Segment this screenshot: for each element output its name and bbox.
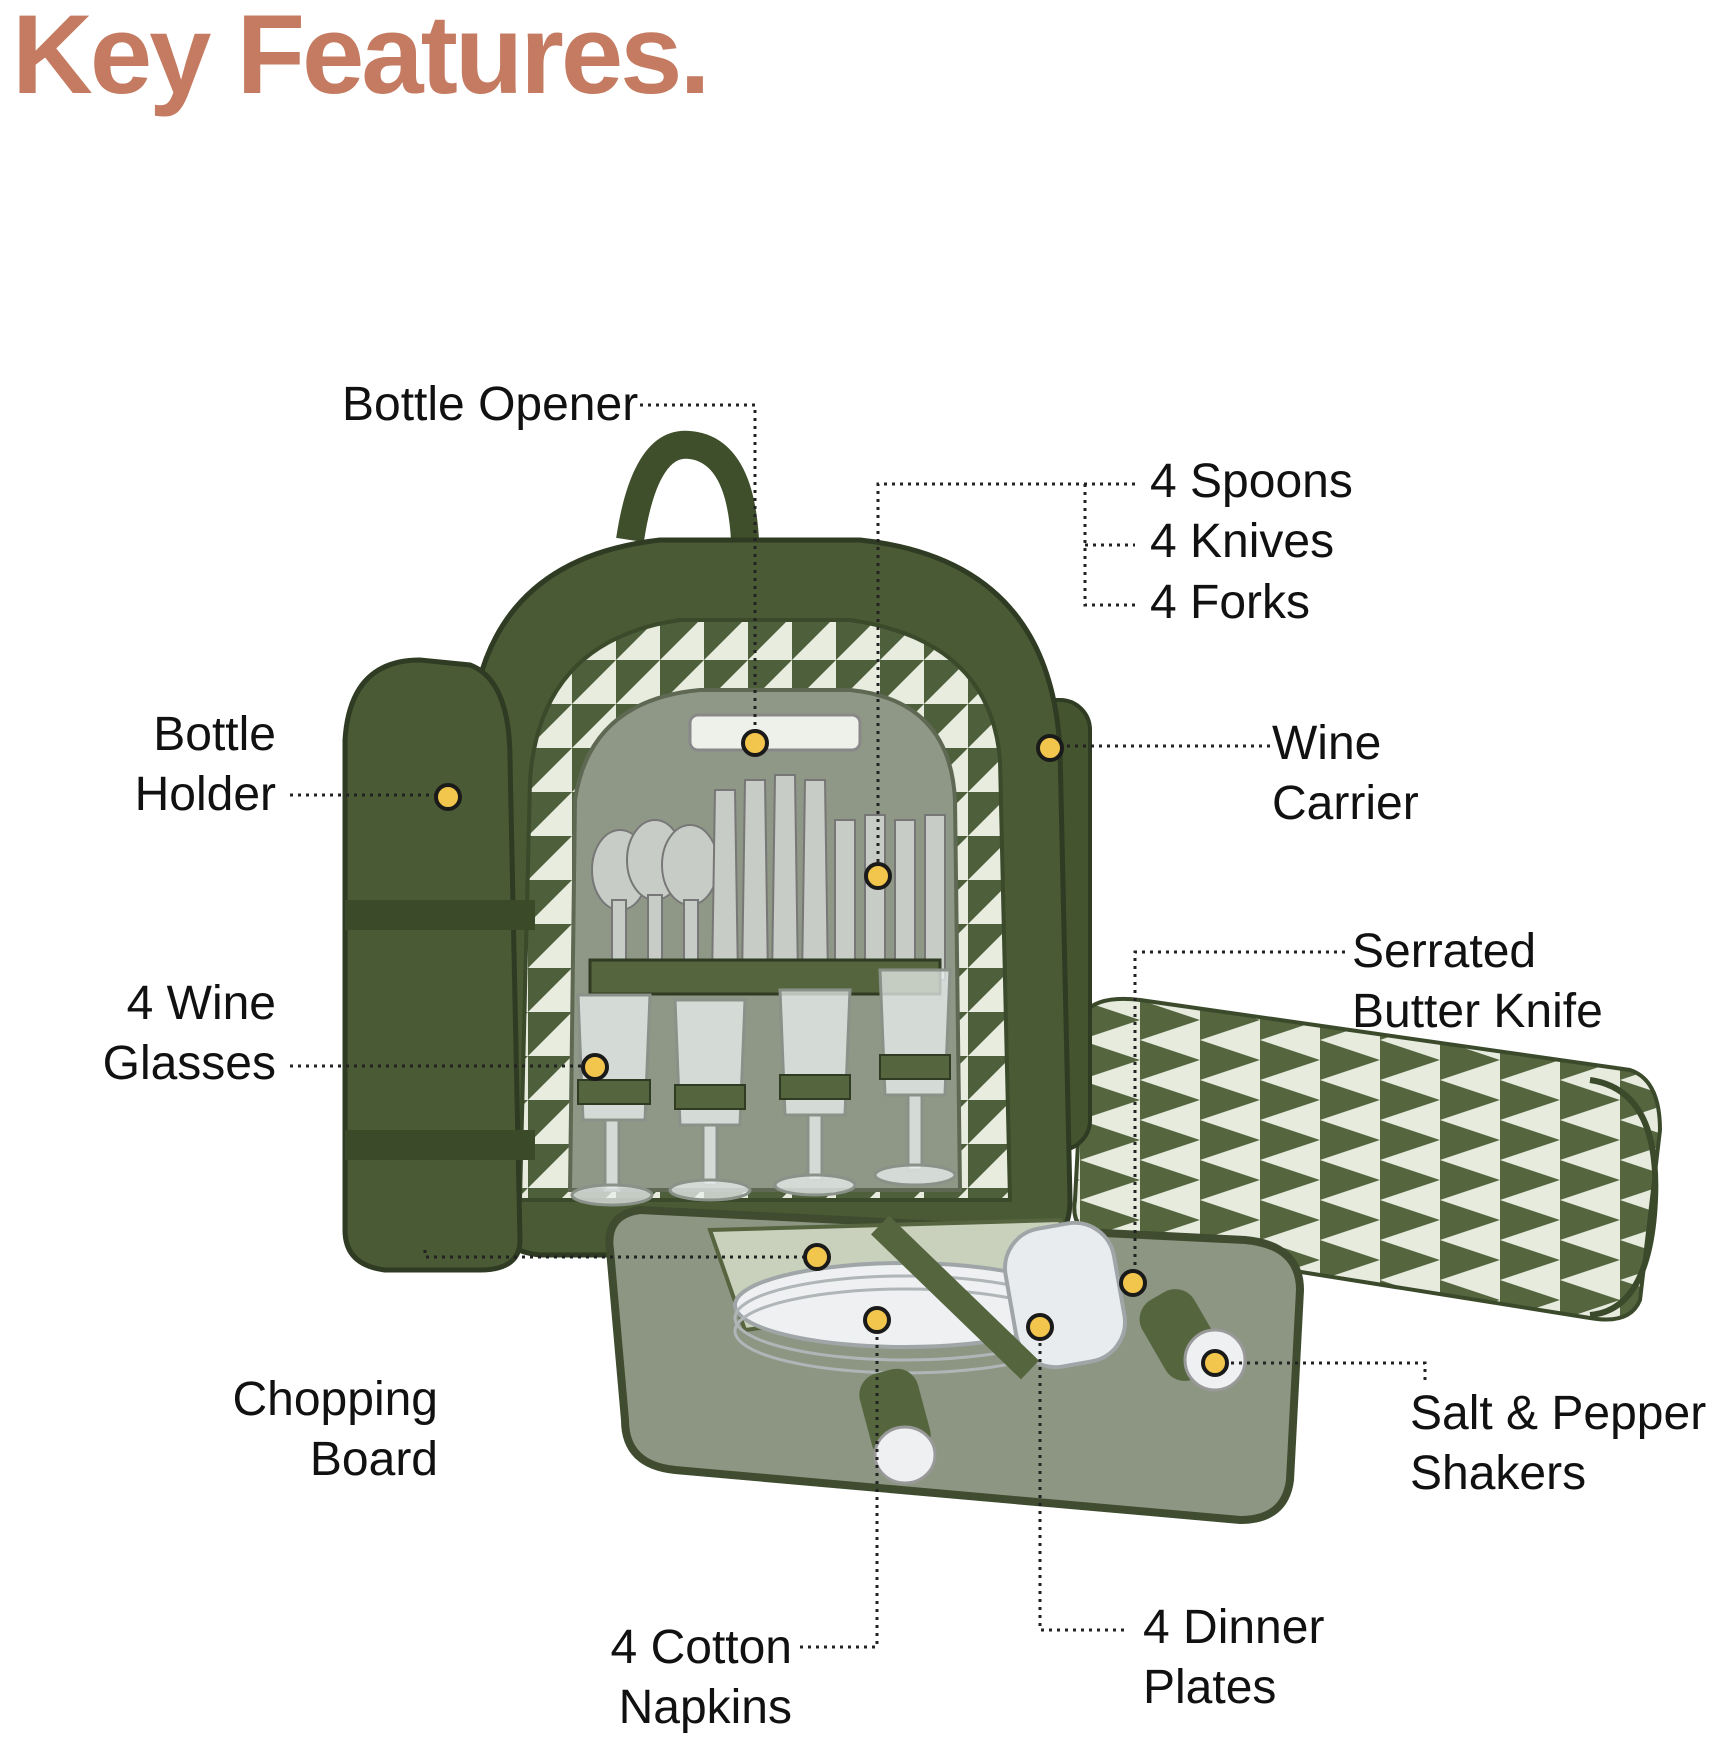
callout-dot-icon <box>1026 1313 1054 1341</box>
callout-dot-icon <box>1119 1269 1147 1297</box>
napkins-label: 4 Cotton Napkins <box>610 1621 792 1734</box>
cutlery-forks-label: 4 Forks <box>1150 576 1311 629</box>
callout-dot-icon <box>863 1306 891 1334</box>
chopping-board-label: Chopping Board <box>232 1373 439 1486</box>
cutlery-knives-label: 4 Knives <box>1150 515 1335 568</box>
salt-pepper-label: Salt & Pepper Shakers <box>1410 1387 1707 1500</box>
bottle-holder-label: Bottle Holder <box>134 708 276 821</box>
dinner-plates-label: 4 Dinner Plates <box>1143 1601 1325 1714</box>
leader-lines <box>290 403 1427 1649</box>
butter-knife-label: Serrated Butter Knife <box>1352 925 1603 1038</box>
wine-glasses-label: 4 Wine Glasses <box>102 977 276 1090</box>
callout-dot-icon <box>1036 734 1064 762</box>
bottle-opener-label: Bottle Opener <box>342 378 639 431</box>
callout-dot-icon <box>741 729 769 757</box>
cutlery-spoons-label: 4 Spoons <box>1150 455 1353 508</box>
wine-carrier-label: Wine Carrier <box>1272 717 1419 830</box>
callout-dot-icon <box>581 1053 609 1081</box>
page-title: Key Features. <box>12 0 711 117</box>
callout-dot-icon <box>1201 1349 1229 1377</box>
callout-dot-icon <box>434 783 462 811</box>
callout-dot-icon <box>803 1243 831 1271</box>
callout-dot-icon <box>864 862 892 890</box>
